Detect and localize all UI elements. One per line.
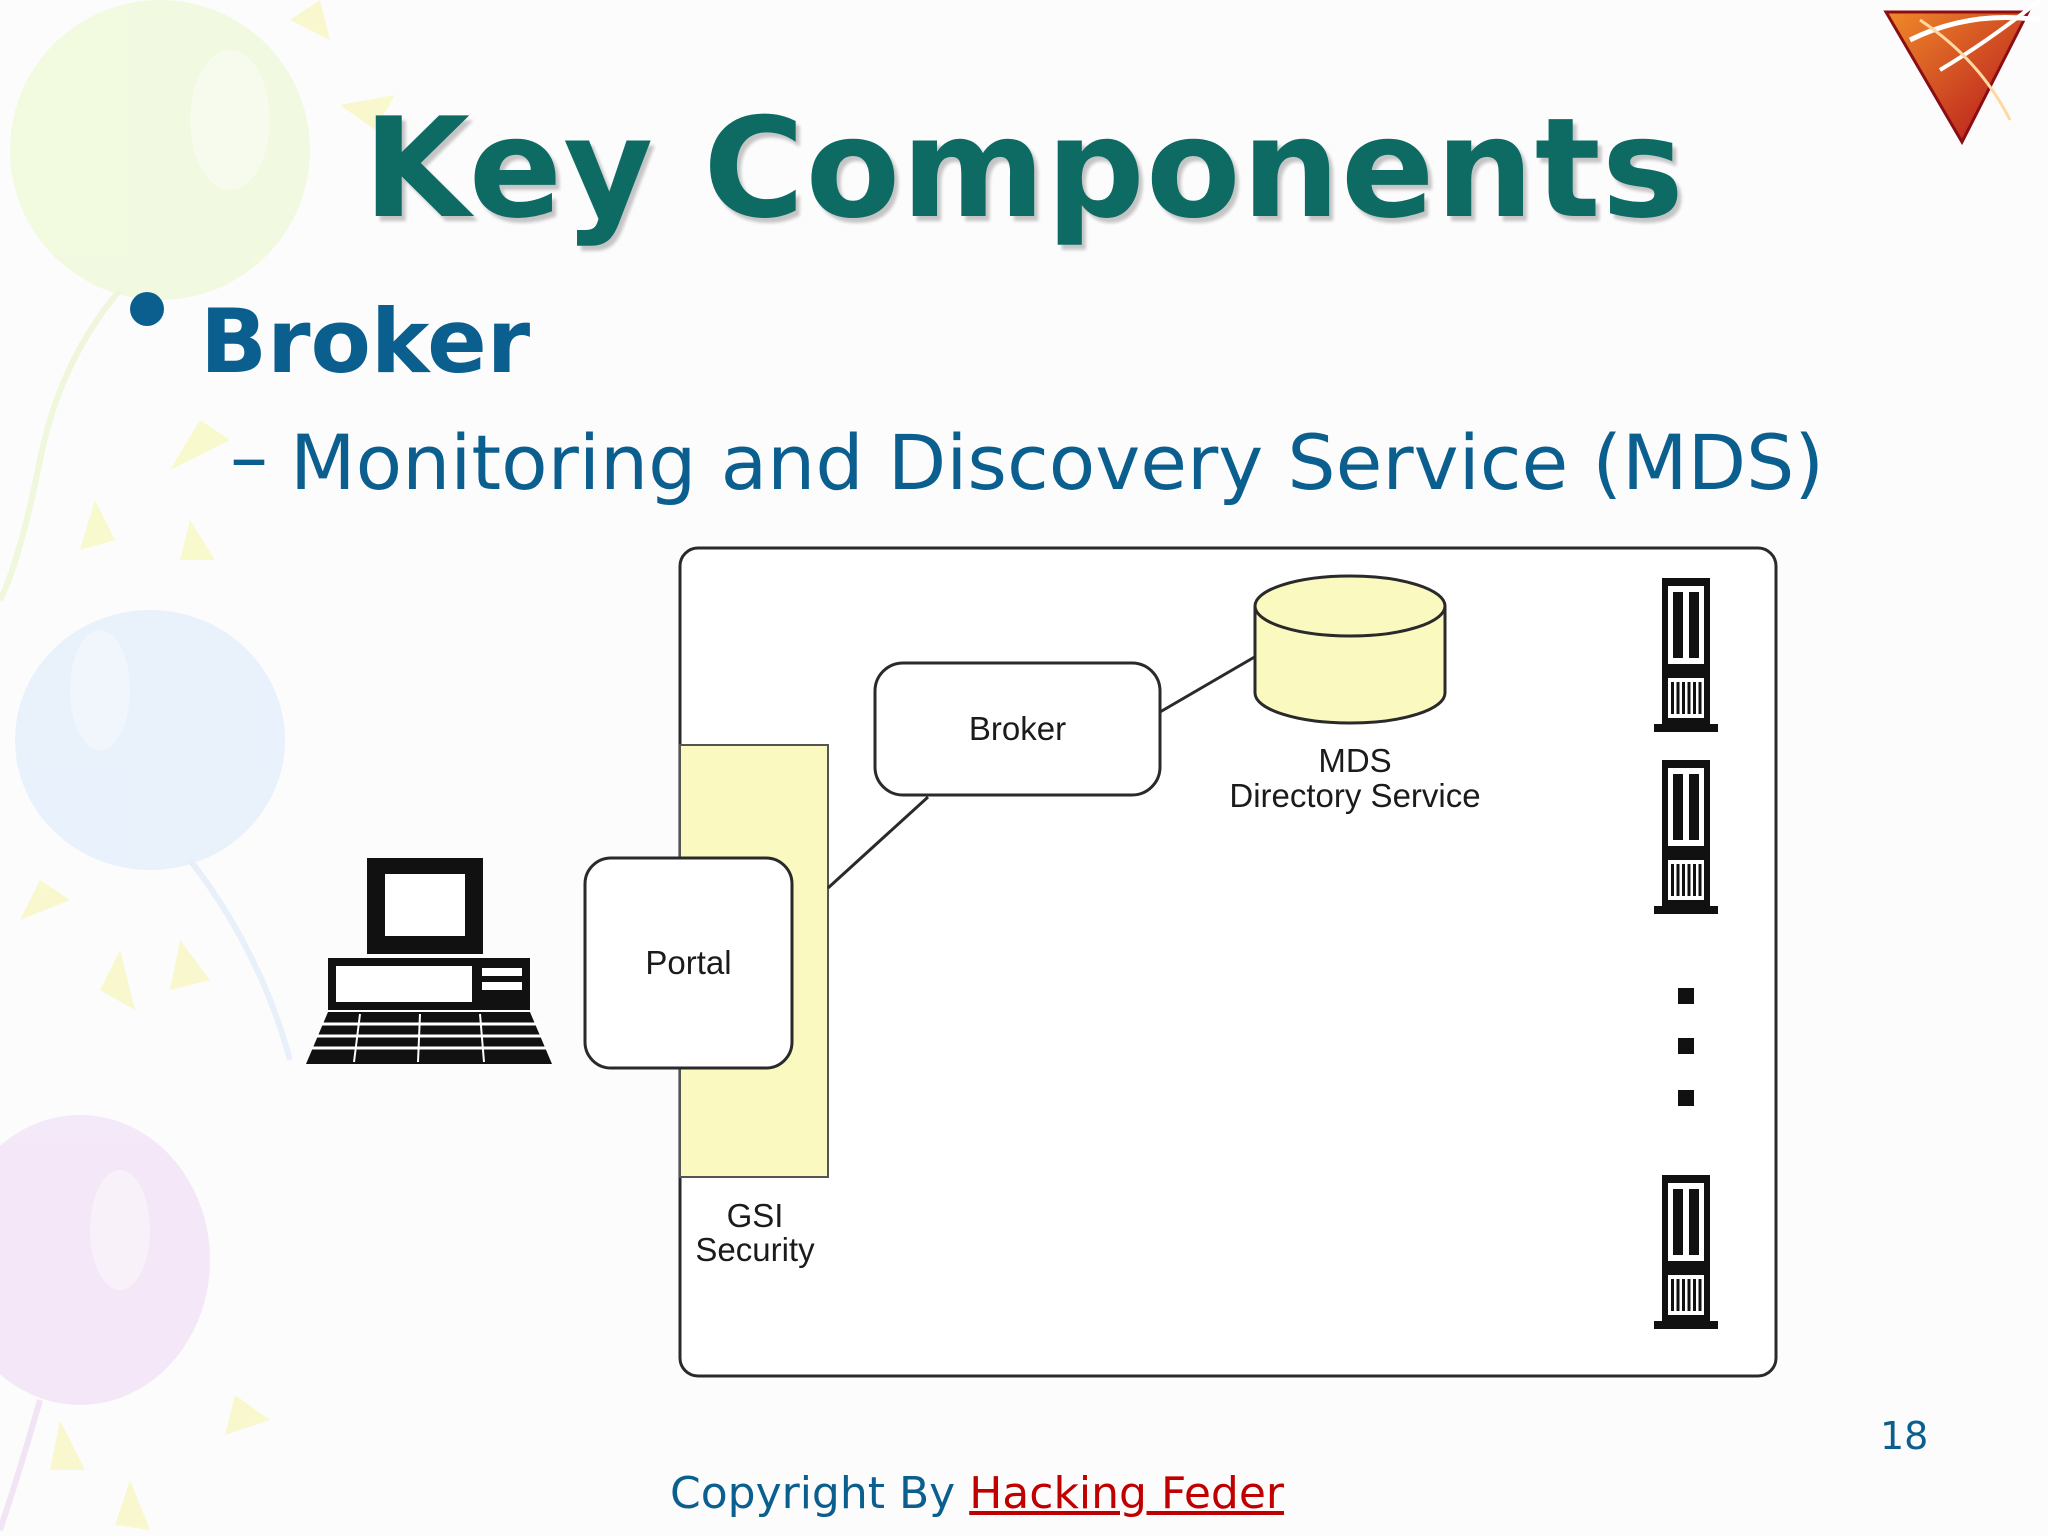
gsi-label-line2: Security [695,1231,815,1268]
portal-label: Portal [645,944,732,981]
footer-prefix: Copyright By [670,1468,970,1519]
footer-copyright: Copyright By Hacking Feder [670,1468,1284,1519]
page-number: 18 [1880,1414,1929,1458]
portal-broker-connector [826,795,930,890]
database-cylinder-icon [1253,574,1447,725]
broker-box [873,661,1162,797]
balloon-blue-icon [15,610,293,1061]
server-tower-icon [1654,760,1718,914]
bullet-broker: Broker [200,290,531,393]
portal-box [583,856,794,1070]
desktop-computer-icon [306,858,552,1064]
sparkle-rays-icon [20,0,395,1530]
mds-label-line1: MDS [1318,742,1392,779]
broker-label: Broker [968,710,1067,747]
slide-title: Key Components [363,88,1685,249]
logo-shield-icon [1883,0,2042,146]
ellipsis-dots-icon [1678,988,1694,1106]
mds-label-line2: Directory Service [1229,777,1481,814]
sub-bullet-dash: – [230,412,268,501]
server-tower-icon [1654,578,1718,732]
footer-link[interactable]: Hacking Feder [969,1468,1285,1519]
balloon-purple-icon [0,1115,210,1531]
bullet-dot-icon [130,292,164,326]
broker-mds-connector [1159,653,1259,714]
sub-bullet-mds: Monitoring and Discovery Service (MDS) [290,418,1825,507]
server-tower-icon [1654,1175,1718,1329]
balloon-green-icon [0,0,310,602]
gsi-label-line1: GSI [726,1197,784,1234]
